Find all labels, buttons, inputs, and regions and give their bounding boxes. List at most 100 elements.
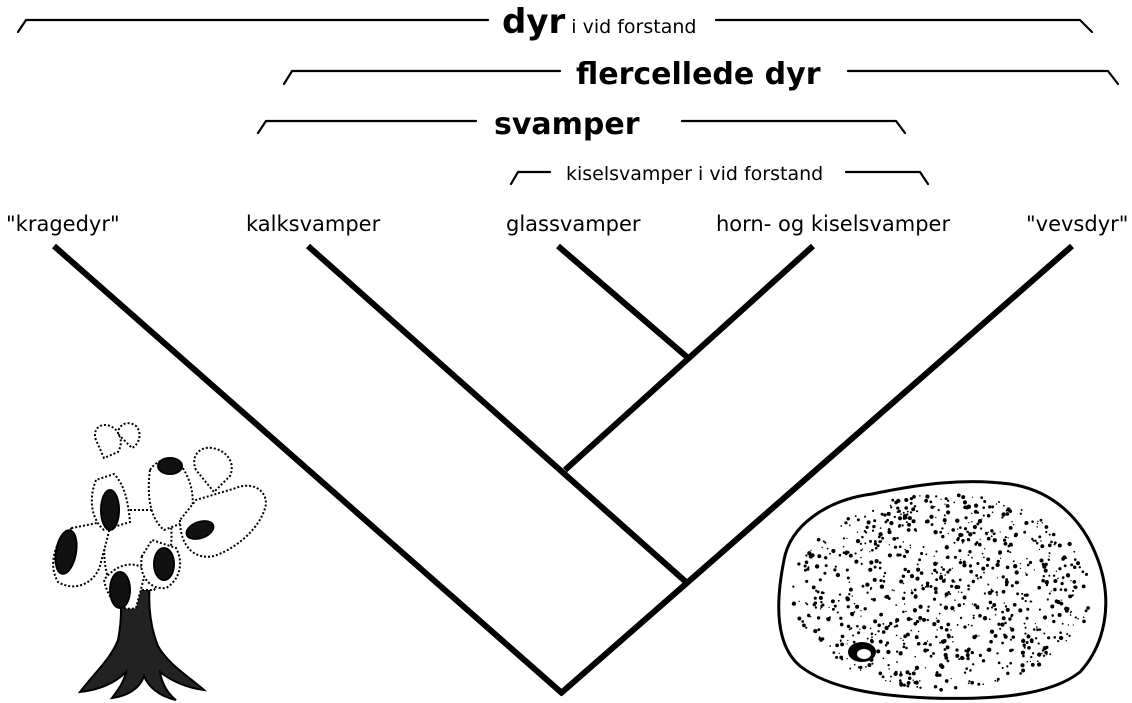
speckle-dot bbox=[967, 584, 970, 587]
speckle-dot bbox=[1005, 605, 1007, 607]
bracket-dyr-label: dyri vid forstand bbox=[502, 2, 696, 42]
speckle-dot bbox=[944, 653, 948, 657]
speckle-dot bbox=[955, 519, 959, 523]
speckle-dot bbox=[1003, 539, 1006, 542]
speckle-dot bbox=[1020, 513, 1022, 515]
speckle-dot bbox=[837, 611, 839, 613]
speckle-dot bbox=[987, 537, 991, 541]
speckle-dot bbox=[974, 503, 978, 507]
speckle-dot bbox=[934, 599, 936, 601]
speckle-dot bbox=[936, 620, 939, 623]
speckle-dot bbox=[870, 587, 872, 589]
speckle-dot bbox=[944, 504, 945, 505]
speckle-dot bbox=[892, 589, 894, 591]
speckle-dot bbox=[951, 528, 955, 532]
speckle-dot bbox=[1006, 565, 1010, 569]
speckle-dot bbox=[944, 514, 946, 516]
taxon-horn-og-kiselsvamper: horn- og kiselsvamper bbox=[716, 212, 950, 236]
speckle-dot bbox=[933, 569, 936, 572]
speckle-dot bbox=[941, 566, 943, 568]
speckle-dot bbox=[967, 505, 971, 509]
speckle-dot bbox=[935, 636, 938, 639]
speckle-dot bbox=[1066, 573, 1070, 577]
speckle-dot bbox=[963, 658, 965, 660]
speckle-dot bbox=[807, 614, 810, 617]
sponge-osculum-5 bbox=[158, 458, 182, 474]
speckle-dot bbox=[914, 505, 917, 508]
speckle-dot bbox=[1061, 599, 1062, 600]
speckle-dot bbox=[1075, 616, 1077, 618]
bracket-flercellede: flercellede dyr bbox=[284, 57, 1118, 92]
speckle-dot bbox=[1010, 639, 1012, 641]
taxon-kalksvamper: kalksvamper bbox=[246, 212, 381, 236]
speckle-dot bbox=[978, 614, 982, 618]
speckle-dot bbox=[912, 495, 916, 499]
speckle-dot bbox=[840, 642, 844, 646]
speckle-dot bbox=[972, 603, 973, 604]
speckle-dot bbox=[888, 597, 891, 600]
speckle-dot bbox=[963, 603, 965, 605]
speckle-dot bbox=[899, 651, 903, 655]
speckle-dot bbox=[835, 565, 837, 567]
speckle-dot bbox=[1001, 512, 1005, 516]
speckle-dot bbox=[1052, 620, 1055, 623]
speckle-dot bbox=[1060, 582, 1063, 585]
speckle-dot bbox=[1068, 594, 1072, 598]
taxon-vevsdyr: "vevsdyr" bbox=[1026, 212, 1128, 236]
speckle-dot bbox=[805, 560, 809, 564]
speckle-dot bbox=[940, 499, 941, 500]
speckle-dot bbox=[894, 626, 896, 628]
speckle-dot bbox=[1000, 531, 1001, 532]
speckle-dot bbox=[914, 595, 918, 599]
speckle-dot bbox=[945, 545, 949, 549]
speckle-dot bbox=[878, 672, 882, 676]
speckle-dot bbox=[926, 609, 929, 612]
speckle-dot bbox=[959, 526, 962, 529]
speckle-dot bbox=[847, 643, 848, 644]
speckle-dot bbox=[829, 616, 831, 618]
speckle-dot bbox=[914, 656, 916, 658]
speckle-dot bbox=[957, 624, 959, 626]
speckle-dot bbox=[954, 599, 956, 601]
speckle-dot bbox=[1068, 624, 1069, 625]
speckle-dot bbox=[1073, 624, 1074, 625]
speckle-dot bbox=[968, 550, 971, 553]
speckle-dot bbox=[927, 640, 929, 642]
speckle-dot bbox=[1034, 540, 1037, 543]
speckle-dot bbox=[1064, 564, 1067, 567]
speckle-dot bbox=[1005, 536, 1007, 538]
speckle-dot bbox=[911, 591, 914, 594]
speckle-dot bbox=[869, 560, 873, 564]
speckle-dot bbox=[1070, 563, 1073, 566]
speckle-dot bbox=[969, 570, 973, 574]
speckle-dot bbox=[1016, 592, 1019, 595]
speckle-dot bbox=[872, 510, 874, 512]
speckle-dot bbox=[974, 603, 977, 606]
speckle-dot bbox=[841, 658, 843, 660]
speckle-dot bbox=[886, 650, 890, 654]
speckle-dot bbox=[1034, 569, 1035, 570]
speckle-dot bbox=[1043, 655, 1045, 657]
speckle-dot bbox=[902, 574, 905, 577]
speckle-dot bbox=[963, 500, 967, 504]
speckle-dot bbox=[864, 516, 866, 518]
speckle-dot bbox=[917, 642, 921, 646]
speckle-dot bbox=[874, 566, 877, 569]
speckle-dot bbox=[1032, 540, 1034, 542]
bracket-dyr-left-line bbox=[18, 20, 488, 32]
speckle-dot bbox=[870, 628, 872, 630]
speckle-dot bbox=[817, 616, 820, 619]
speckle-dot bbox=[1021, 652, 1023, 654]
speckle-dot bbox=[1036, 526, 1038, 528]
speckle-dot bbox=[1006, 608, 1010, 612]
speckle-dot bbox=[1019, 672, 1022, 675]
speckle-dot bbox=[988, 531, 989, 532]
speckle-dot bbox=[992, 603, 996, 607]
speckle-dot bbox=[815, 606, 817, 608]
speckle-dot bbox=[978, 543, 982, 547]
speckle-dot bbox=[847, 640, 848, 641]
speckle-dot bbox=[860, 610, 861, 611]
speckle-dot bbox=[878, 540, 881, 543]
speckle-dot bbox=[966, 653, 970, 657]
speckle-dot bbox=[1039, 609, 1041, 611]
